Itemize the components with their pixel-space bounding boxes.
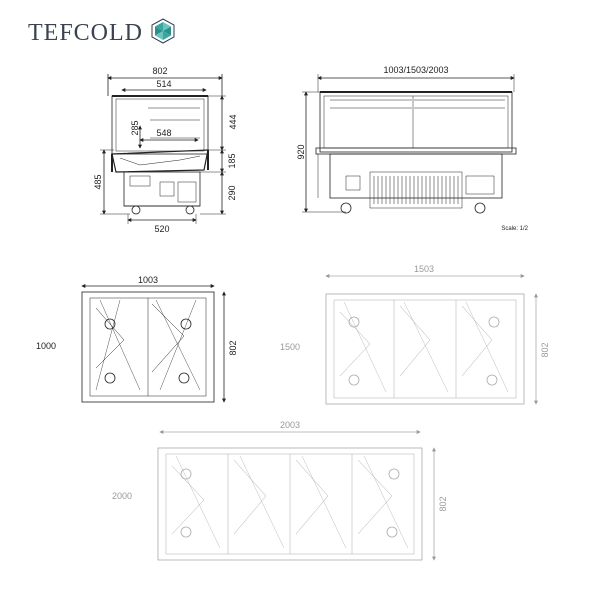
plan-view-1003 bbox=[81, 284, 226, 403]
front-view-grille bbox=[373, 176, 459, 204]
scale-label: Scale: 1/2 bbox=[501, 226, 528, 232]
dim-plan-1503-depth: 802 bbox=[540, 342, 550, 357]
dim-side-height-step: 185 bbox=[227, 153, 237, 168]
dim-plan-1503-width: 1503 bbox=[414, 264, 434, 274]
dim-front-width: 1003/1503/2003 bbox=[383, 65, 448, 75]
front-view-labels: 1003/1503/2003 920 Scale: 1/2 bbox=[296, 65, 529, 232]
dim-plan-1503-length: 1500 bbox=[280, 342, 300, 352]
dim-side-width-inner: 514 bbox=[156, 79, 171, 89]
brand-logo-text: TEFCOLD bbox=[28, 20, 143, 46]
dim-side-height-total: 485 bbox=[93, 174, 103, 189]
dim-plan-1003-length: 1000 bbox=[36, 341, 56, 351]
dim-side-width-mid: 548 bbox=[156, 128, 171, 138]
plan-view-2003 bbox=[157, 430, 436, 561]
dim-plan-2003-length: 2000 bbox=[112, 491, 132, 501]
dim-plan-1003-depth: 802 bbox=[228, 340, 238, 355]
dim-plan-2003-depth: 802 bbox=[438, 496, 448, 511]
plan-2003-labels: 2003 802 2000 bbox=[112, 420, 448, 512]
dim-side-width-base: 520 bbox=[154, 224, 169, 234]
side-view bbox=[100, 74, 226, 224]
dim-plan-2003-width: 2003 bbox=[280, 420, 300, 430]
dim-side-height-upper: 285 bbox=[130, 120, 140, 135]
dim-plan-1003-width: 1003 bbox=[138, 275, 158, 285]
plan-1503-labels: 1503 802 1500 bbox=[280, 264, 550, 358]
dim-front-height: 920 bbox=[296, 144, 306, 159]
plan-1003-labels: 1003 802 1000 bbox=[36, 275, 238, 356]
front-view bbox=[302, 74, 517, 214]
dim-side-width-top: 802 bbox=[152, 66, 167, 76]
dim-side-height-glass: 444 bbox=[228, 114, 238, 129]
plan-view-1503 bbox=[325, 274, 538, 405]
snowflake-hexagon-icon bbox=[151, 18, 175, 44]
dim-side-height-base: 290 bbox=[227, 185, 237, 200]
side-view-labels: 802 514 285 548 444 485 185 290 520 bbox=[93, 66, 238, 234]
